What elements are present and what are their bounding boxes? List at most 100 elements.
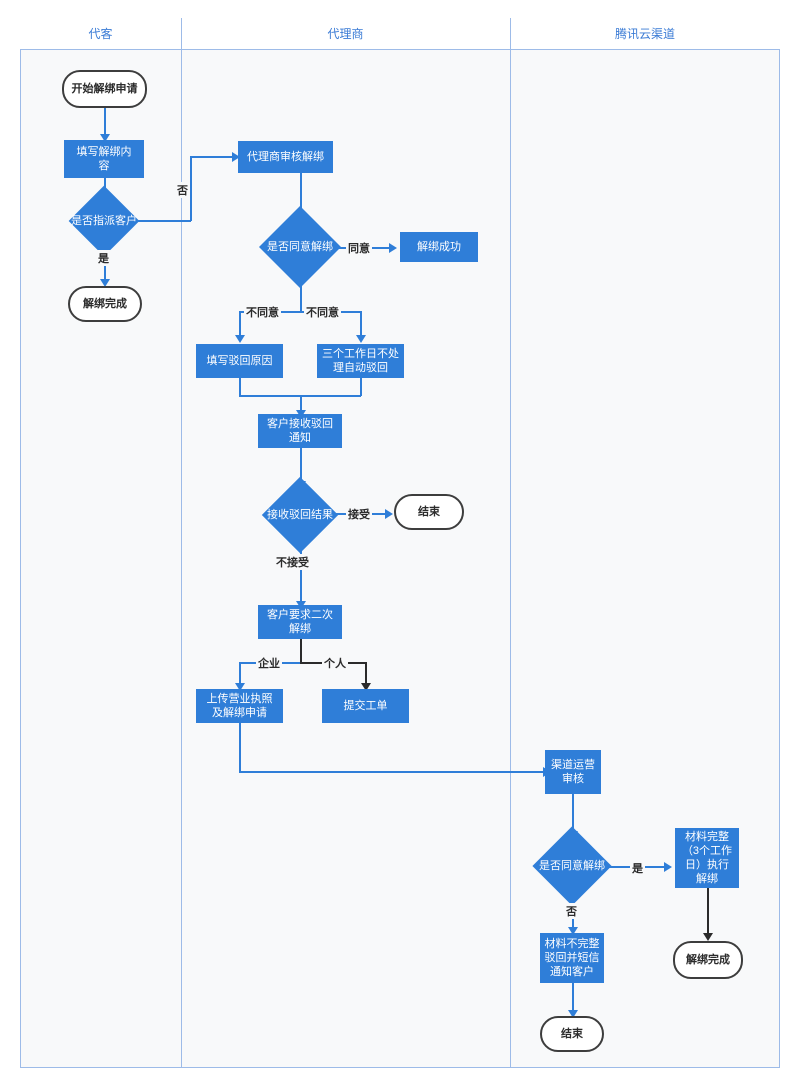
arrowhead-agree-no-left: [234, 335, 245, 343]
edge-upload-to-channel-v: [239, 723, 241, 773]
node-auto-reject[interactable]: 三个工作日不处 理自动驳回: [317, 344, 404, 378]
arrowhead-enterprise: [234, 683, 245, 691]
lane-header-tencent-label: 腾讯云渠道: [614, 27, 675, 41]
node-unbind-done-2[interactable]: 解绑完成: [673, 941, 743, 979]
node-material-ok-line3: 日）执行: [685, 859, 729, 871]
edge-enterprise-down: [239, 662, 241, 686]
edge-label-disagree-2: 不同意: [304, 304, 341, 320]
node-second-unbind[interactable]: 客户要求二次 解绑: [258, 605, 342, 639]
edge-agree-no-bar: [239, 311, 361, 313]
node-end-2[interactable]: 结束: [540, 1016, 604, 1052]
node-channel-review-line2: 审核: [562, 773, 584, 785]
edge-start-to-fill: [104, 108, 106, 136]
arrowhead-agree-no-right: [355, 335, 366, 343]
edge-agree-no-left: [239, 311, 241, 337]
node-start-label: 开始解绑申请: [71, 83, 138, 95]
arrowhead-start-to-fill: [99, 134, 110, 142]
node-upload-license-line2: 及解绑申请: [212, 707, 267, 719]
edge-label-not-accept: 不接受: [274, 554, 311, 570]
node-fill-content-line2: 容: [98, 160, 110, 172]
arrowhead-agree2-yes: [664, 862, 672, 872]
node-agent-review-label: 代理商审核解绑: [247, 151, 324, 163]
arrowhead-materialok-to-done: [702, 933, 713, 941]
swimlane-frame: [20, 18, 780, 1068]
edge-label-yes-assign: 是: [96, 250, 111, 266]
node-end-1[interactable]: 结束: [394, 494, 464, 530]
node-material-ok-line1: 材料完整: [685, 831, 729, 843]
node-reject-result[interactable]: 接收驳回结果: [257, 476, 343, 554]
arrowhead-assign-no: [232, 152, 240, 162]
node-auto-reject-line1: 三个工作日不处: [322, 348, 399, 360]
node-channel-review[interactable]: 渠道运营 审核: [545, 750, 601, 794]
edge-label-personal: 个人: [322, 655, 348, 671]
lane-header-agent-label: 代理商: [327, 27, 364, 41]
edge-assign-no-seg1: [128, 220, 191, 222]
node-fill-reject[interactable]: 填写驳回原因: [196, 344, 283, 378]
edge-label-accept: 接受: [346, 506, 372, 522]
node-end-2-label: 结束: [561, 1028, 583, 1040]
node-agree-unbind-2[interactable]: 是否同意解绑: [528, 826, 616, 906]
node-material-ok-line2: （3个工作: [681, 845, 733, 857]
edge-assign-no-seg3: [190, 156, 236, 158]
node-material-ok-line4: 解绑: [696, 873, 718, 885]
node-submit-ticket-label: 提交工单: [343, 700, 388, 712]
node-material-bad-line3: 通知客户: [550, 966, 594, 978]
edge-materialbad-to-end2: [572, 983, 574, 1013]
edge-merge-to-notice: [300, 395, 302, 413]
node-material-bad[interactable]: 材料不完整 驳回并短信 通知客户: [540, 933, 604, 983]
edge-label-no-assign: 否: [175, 182, 190, 198]
node-material-bad-line2: 驳回并短信: [544, 952, 600, 964]
edge-fillreject-down: [239, 378, 241, 396]
node-auto-reject-line2: 理自动驳回: [333, 362, 388, 374]
node-reject-result-label: 接收驳回结果: [267, 509, 333, 521]
node-fill-content[interactable]: 填写解绑内 容: [64, 140, 144, 178]
edge-agree-no-stem: [300, 278, 302, 312]
node-second-unbind-line2: 解绑: [289, 623, 311, 635]
node-agree-unbind-2-label: 是否同意解绑: [539, 860, 605, 872]
lane-header-customer-label: 代客: [88, 27, 113, 41]
edge-label-disagree-1: 不同意: [244, 304, 281, 320]
arrowhead-agree-yes: [389, 243, 397, 253]
edge-label-no-channel: 否: [564, 903, 579, 919]
lane-header-tencent: 腾讯云渠道: [510, 18, 780, 50]
lane-header-customer: 代客: [20, 18, 181, 50]
node-end-1-label: 结束: [418, 506, 440, 518]
edge-autoreject-down: [360, 378, 362, 396]
node-unbind-success-label: 解绑成功: [417, 241, 461, 253]
lane-header-agent: 代理商: [181, 18, 510, 50]
edge-label-yes-channel: 是: [630, 860, 645, 876]
node-start[interactable]: 开始解绑申请: [62, 70, 147, 108]
edge-result-notaccept: [300, 544, 302, 604]
node-upload-license-line1: 上传营业执照: [206, 693, 273, 705]
lane-divider-1: [181, 18, 182, 1068]
node-material-ok[interactable]: 材料完整 （3个工作 日）执行 解绑: [675, 828, 739, 888]
node-unbind-done-1-label: 解绑完成: [83, 298, 127, 310]
lane-divider-2: [510, 18, 511, 1068]
node-submit-ticket[interactable]: 提交工单: [322, 689, 409, 723]
node-customer-notice-line1: 客户接收驳回: [267, 418, 333, 430]
edge-label-agree: 同意: [346, 240, 372, 256]
edge-notice-to-result: [300, 448, 302, 484]
node-unbind-done-1[interactable]: 解绑完成: [68, 286, 142, 322]
arrowhead-personal: [360, 683, 371, 691]
node-channel-review-line1: 渠道运营: [551, 759, 595, 771]
edge-channel-to-agree2: [572, 794, 574, 834]
node-agent-review[interactable]: 代理商审核解绑: [238, 141, 333, 173]
node-upload-license[interactable]: 上传营业执照 及解绑申请: [196, 689, 283, 723]
edge-agree-no-right: [360, 311, 362, 337]
arrowhead-result-accept: [385, 509, 393, 519]
edge-personal-down: [365, 662, 367, 686]
node-assign-customer-label: 是否指派客户: [71, 215, 137, 227]
node-agree-unbind-label: 是否同意解绑: [267, 241, 333, 253]
node-customer-notice-line2: 通知: [289, 432, 311, 444]
node-agree-unbind[interactable]: 是否同意解绑: [255, 205, 345, 289]
edge-materialok-to-done: [707, 888, 709, 936]
edge-upload-to-channel-h: [239, 771, 545, 773]
node-unbind-success[interactable]: 解绑成功: [400, 232, 478, 262]
arrowhead-assign-yes: [99, 279, 110, 287]
node-assign-customer[interactable]: 是否指派客户: [68, 185, 140, 257]
arrowhead-agree2-no: [567, 927, 578, 935]
node-second-unbind-line1: 客户要求二次: [267, 609, 333, 621]
node-customer-notice[interactable]: 客户接收驳回 通知: [258, 414, 342, 448]
